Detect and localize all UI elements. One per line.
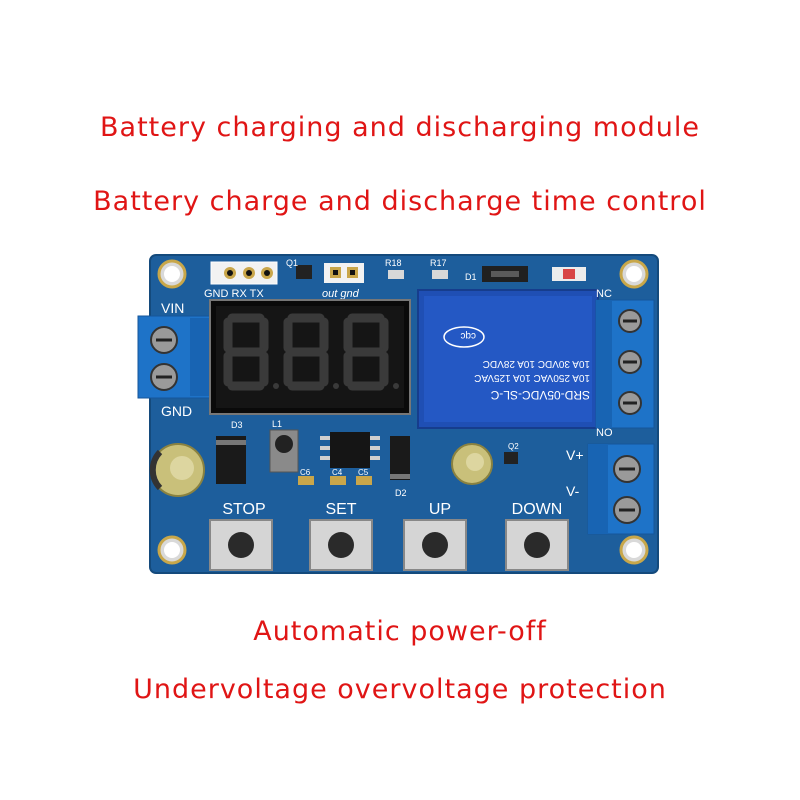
caption-module-title: Battery charging and discharging module: [100, 112, 700, 143]
caption-voltage-protection: Undervoltage overvoltage protection: [133, 674, 667, 705]
caption-auto-power-off: Automatic power-off: [253, 616, 547, 647]
relay-logo: cqc: [460, 330, 476, 341]
button-up-label: UP: [429, 501, 451, 518]
relay-rating-ac: 10A 250VAC 10A 125VAC: [474, 372, 590, 383]
r18-label: R18: [385, 258, 402, 268]
relay-terminal-block: [595, 299, 655, 429]
ic-chip: [320, 432, 380, 468]
q2-transistor: [504, 452, 518, 464]
electrolytic-capacitor-right: [451, 443, 493, 485]
out-gnd-label: out gnd: [322, 288, 360, 300]
button-down[interactable]: DOWN: [505, 501, 569, 571]
d1-label: D1: [465, 272, 477, 282]
digit-1-decimal-point: [273, 383, 279, 389]
digit-2-decimal-point: [333, 383, 339, 389]
r17-label: R17: [430, 258, 447, 268]
d3-label: D3: [231, 420, 243, 430]
vminus-label: V-: [566, 483, 580, 499]
r18-resistor: [388, 270, 404, 279]
q1-label: Q1: [286, 258, 298, 268]
no-label: NO: [596, 427, 613, 439]
caption-time-control: Battery charge and discharge time contro…: [93, 186, 707, 217]
relay-rating-dc: 10A 30VDC 10A 28VDC: [483, 358, 590, 369]
button-up[interactable]: UP: [403, 501, 467, 571]
mounting-holes: [157, 259, 649, 565]
out-gnd-header: [324, 263, 364, 283]
button-set-label: SET: [325, 501, 356, 518]
button-down-label: DOWN: [512, 501, 563, 518]
button-set[interactable]: SET: [309, 501, 373, 571]
q1-transistor: [296, 265, 312, 279]
seven-segment-display: [209, 299, 411, 415]
vplus-label: V+: [566, 447, 584, 463]
digit-3-decimal-point: [393, 383, 399, 389]
c5-label: C5: [358, 468, 369, 477]
r17-resistor: [432, 270, 448, 279]
button-stop-label: STOP: [222, 501, 265, 518]
vin-terminal-block: [137, 315, 213, 399]
uart-label: GND RX TX: [204, 288, 264, 300]
nc-label: NC: [596, 288, 612, 300]
vin-label: VIN: [161, 300, 184, 316]
electrolytic-capacitor-left: [149, 443, 205, 497]
c6-capacitor: [298, 476, 314, 485]
relay: [417, 289, 599, 429]
d2-label: D2: [395, 488, 407, 498]
c4-capacitor: [330, 476, 346, 485]
button-stop[interactable]: STOP: [209, 501, 273, 571]
l1-label: L1: [272, 419, 282, 429]
c4-label: C4: [332, 468, 343, 477]
gnd-label: GND: [161, 403, 192, 419]
q2-label: Q2: [508, 442, 519, 451]
c5-capacitor: [356, 476, 372, 485]
uart-header: [210, 261, 278, 285]
d2-diode: [390, 436, 410, 480]
relay-model: SRD-05VDC-SL-C: [490, 388, 590, 402]
relay-markings: SRD-05VDC-SL-C 10A 250VAC 10A 125VAC 10A…: [443, 326, 590, 402]
c6-label: C6: [300, 468, 311, 477]
battery-terminal-block: [587, 443, 655, 535]
